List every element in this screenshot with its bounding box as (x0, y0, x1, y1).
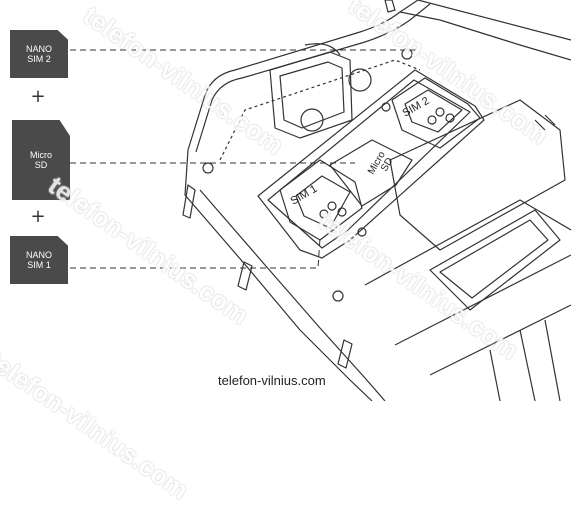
nano-sim2-card: NANO SIM 2 (10, 30, 68, 78)
nano-sim1-line1: NANO (25, 250, 52, 260)
website-caption: telefon-vilnius.com (218, 373, 326, 388)
phone-back-drawing: SIM 2 SIM 1 Micro SD (70, 0, 571, 401)
nano-sim2-line2: SIM 2 (27, 54, 51, 64)
nano-sim2-line1: NANO (25, 44, 52, 54)
micro-sd-card: Micro SD (12, 120, 70, 200)
plus-sign-top: + (30, 86, 46, 107)
micro-sd-line2: SD (34, 160, 48, 170)
sim1-slot-label: SIM 1 (289, 183, 320, 208)
micro-sd-line1: Micro (30, 150, 52, 160)
nano-sim1-card: NANO SIM 1 (10, 236, 68, 284)
nano-sim1-line2: SIM 1 (27, 260, 51, 270)
plus-sign-bottom: + (30, 206, 46, 227)
sim2-slot-label: SIM 2 (401, 95, 432, 120)
leader-line-nano-sim1 (70, 237, 321, 269)
